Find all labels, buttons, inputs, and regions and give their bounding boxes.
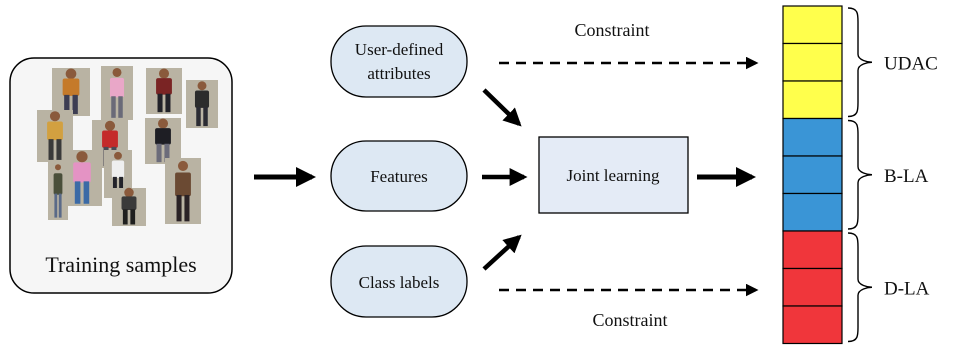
features-label: Features [370,167,428,186]
output-vector: UDAC B-LA D-LA [782,5,938,345]
class-labels-bubble [330,245,468,318]
vector-cell [782,42,843,82]
class-labels-label: Class labels [359,273,440,292]
pedestrian-photo [145,118,181,164]
pedestrian-photo [146,68,182,114]
segment-brace [847,7,873,118]
features-bubble [330,140,468,212]
user-defined-attributes-bubble [330,25,468,98]
pedestrian-photo [165,158,201,224]
class-labels-node: Class labels [330,245,468,318]
joint-learning-node: Joint learning [538,136,689,214]
pedestrian-photo [101,66,133,120]
segment-label-b-la: B-LA [884,166,929,187]
user-defined-attributes-node: User-defined attributes [330,25,468,98]
training-samples-panel: Training samples [9,57,233,294]
attributes-to-joint-arrow [482,88,522,127]
user-defined-label-line1: User-defined [355,40,444,59]
user-defined-label-line2: attributes [367,64,430,83]
vector-cell [782,305,843,345]
joint-learning-label: Joint learning [566,166,660,185]
training-samples-label: Training samples [45,252,196,277]
vector-cell [782,230,843,270]
pedestrian-photo [186,80,218,128]
vector-cell [782,267,843,307]
segment-label-d-la: D-LA [884,278,930,299]
vector-cell [782,117,843,157]
vector-cell [782,5,843,45]
vector-cell [782,80,843,120]
pedestrian-photo [52,68,90,116]
pedestrian-photo [62,150,102,206]
features-node: Features [330,140,468,212]
segment-label-udac: UDAC [884,53,938,74]
pedestrian-photo [48,160,68,220]
pedestrian-photo [37,110,73,162]
joint-learning-box [538,136,689,214]
labels-to-joint-arrow [482,234,522,271]
segment-brace [847,232,873,343]
segment-brace [847,119,873,230]
vector-cell [782,192,843,232]
constraint-bottom-label: Constraint [593,310,668,330]
constraint-top-label: Constraint [575,20,650,40]
pedestrian-photos [37,66,218,226]
vector-cell [782,155,843,195]
pedestrian-photo [112,187,146,226]
